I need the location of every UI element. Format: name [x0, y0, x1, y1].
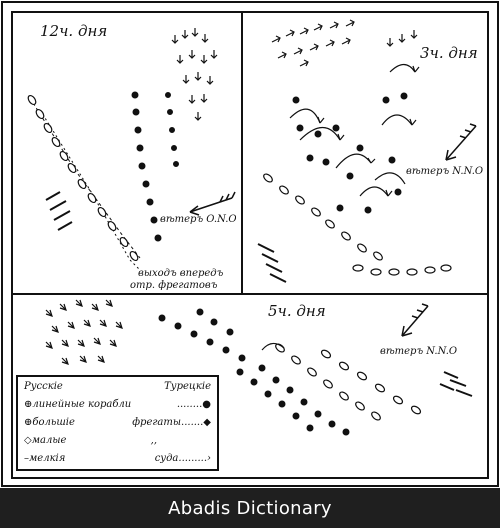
turkish-fleet-cluster-three — [271, 19, 418, 67]
panel-five-ships — [45, 299, 473, 436]
turkish-columns-five — [158, 308, 350, 436]
footer-brand: Abadis Dictionary — [168, 497, 332, 519]
line-ship-icon: ⊕ — [24, 399, 33, 410]
legend-minor-right: суда.........› — [154, 453, 211, 464]
frigate-filled-icon: ◆ — [203, 417, 211, 428]
inner-border — [11, 11, 489, 479]
frigate-icon: ⊕ — [24, 417, 33, 428]
russian-line-three — [263, 173, 452, 276]
turkish-fleet-cluster-noon — [171, 28, 218, 121]
legend-row-line-ships: ⊕линейные корабли — [24, 399, 131, 410]
legend-row-small: ◇малые — [24, 435, 66, 446]
panel-noon-ships — [27, 28, 236, 271]
line-ship-filled-icon: ● — [202, 399, 211, 410]
legend-russian-header: Русскiе — [24, 381, 63, 392]
maneuver-arrows-three — [289, 63, 420, 197]
small-ships-five — [439, 371, 473, 397]
legend-small-right: ,, — [150, 435, 157, 446]
panel-title-three: 3ч. дня — [420, 44, 478, 62]
turkish-column-noon — [131, 91, 179, 242]
minor-vessel-icon: – — [24, 453, 29, 464]
frigate-note-line2: отр. фрегатовъ — [130, 280, 218, 291]
legend-label: линейные корабли — [32, 399, 132, 410]
turkish-ships-three — [292, 92, 408, 214]
arrow-icon: › — [207, 453, 211, 464]
battle-drawing — [1, 1, 499, 487]
panel-title-five: 5ч. дня — [268, 302, 326, 320]
wind-arrow-five — [401, 303, 429, 337]
frigate-note-line1: выходъ впередъ — [138, 268, 224, 279]
legend-turkish-dots: ........● — [176, 399, 211, 410]
russian-line-noon — [27, 94, 139, 262]
russian-columns-five — [275, 343, 422, 421]
wind-label-noon: вѣтеръ O.N.O — [160, 214, 237, 225]
legend-row-frigates: ⊕большiе — [24, 417, 75, 428]
wind-arrow-noon — [189, 191, 236, 216]
legend-label: большiе — [32, 417, 75, 428]
wind-label-three: вѣтеръ N.N.O — [406, 166, 484, 177]
legend-label: мелкiя — [29, 453, 66, 464]
small-ships-noon — [45, 191, 73, 231]
legend-turkish-header: Турецкiе — [164, 381, 211, 392]
wind-label-five: вѣтеръ N.N.O — [380, 346, 458, 357]
russian-track-noon — [29, 97, 141, 259]
wind-arrow-three — [445, 123, 477, 161]
legend-label: малые — [31, 435, 67, 446]
legend-frigates-right: фрегаты.......◆ — [132, 417, 211, 428]
panel-title-noon: 12ч. дня — [40, 22, 108, 40]
small-ships-three — [257, 243, 287, 283]
panel-three-ships — [257, 19, 477, 283]
legend-row-minor: –мелкiя — [24, 453, 65, 464]
small-ship-icon: ◇ — [24, 435, 32, 446]
fleet-cluster-five — [45, 299, 123, 365]
footer-bar: Abadis Dictionary — [0, 488, 500, 528]
maneuver-arc-five — [261, 342, 285, 351]
outer-border — [1, 1, 499, 487]
battle-diagram: 12ч. дня вѣтеръ O.N.O выходъ впередъ отр… — [1, 1, 499, 487]
legend: Русскiе Турецкiе ⊕линейные корабли .....… — [16, 375, 219, 471]
